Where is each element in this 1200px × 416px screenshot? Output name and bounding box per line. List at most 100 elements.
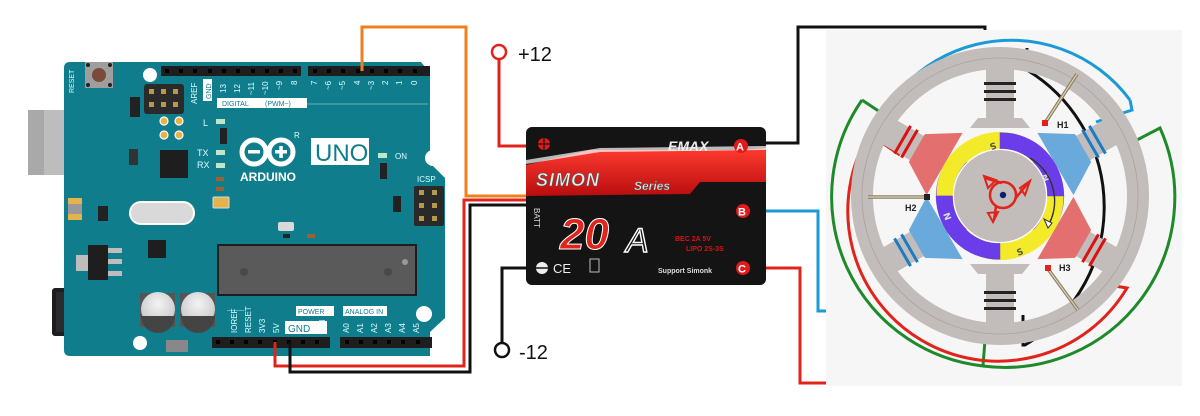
current-unit: A	[624, 222, 649, 260]
led-on	[378, 153, 387, 158]
phase-c-terminal[interactable]	[736, 261, 750, 275]
digital-header	[161, 66, 430, 76]
ground-wire-gnd	[288, 203, 530, 374]
ioref-label: IOREF	[230, 308, 239, 333]
icsp-header-usb	[144, 84, 184, 114]
capacitor	[180, 292, 215, 333]
voltage-regulator	[88, 245, 108, 280]
pin-9-label: ~9	[275, 80, 284, 90]
batt-label: BATT	[532, 208, 541, 228]
icsp-label: ICSP	[417, 175, 436, 184]
reset-button[interactable]	[85, 62, 113, 88]
led-rx-label: RX	[197, 160, 210, 170]
supply-negative-wire	[500, 266, 528, 343]
a2-label: A2	[370, 323, 379, 333]
pin-11-label: ~11	[247, 81, 256, 95]
digital-label: DIGITAL	[222, 101, 249, 108]
hall-sensor-h3-label: H3	[1059, 263, 1071, 273]
supply-positive-wire	[497, 58, 528, 148]
pin-7-label: 7	[310, 80, 319, 85]
spec-lipo: LIPO 2S-3S	[686, 246, 724, 253]
current-rating: 20	[559, 210, 609, 259]
reset-label: RESET	[69, 69, 76, 93]
pin-0-label: 0	[410, 80, 419, 85]
a4-label: A4	[398, 323, 407, 333]
pole-label-n-left: N	[940, 212, 952, 223]
reset-pin-label: RESET	[244, 306, 253, 333]
hall-sensor-h1-label: H1	[1057, 120, 1069, 130]
uno-badge	[311, 138, 369, 165]
capacitor	[140, 292, 175, 333]
a1-label: A1	[356, 323, 365, 333]
pin-12-label: 12	[233, 84, 242, 93]
spec-bec: BEC 2A 5V	[675, 236, 711, 243]
arduino-brand-text: ARDUINO	[240, 170, 296, 184]
hall-sensors: H1 H2 H3	[868, 73, 1080, 312]
arduino-logo	[239, 137, 296, 167]
rotor-shaft	[982, 174, 1032, 225]
solder-pads	[159, 116, 184, 140]
pin-5-label: ~5	[338, 80, 347, 90]
esc-brand-emax: EMAX	[668, 138, 710, 154]
power-pin-labels: IOREF RESET 3V3 5V GND VIN A0 A1 A2 A3 A…	[230, 306, 421, 335]
rotation-arrow-icon	[1029, 157, 1056, 223]
stator-teeth	[880, 66, 1120, 326]
5v-label: 5V	[272, 323, 281, 333]
esc-series-simon: SIMON	[536, 170, 600, 190]
pin-8-label: 8	[290, 80, 299, 85]
phase-a-label: A	[736, 142, 744, 154]
positive-terminal-label: +12	[518, 44, 552, 66]
uno-model-text: UNO	[315, 140, 368, 167]
icsp-header	[414, 186, 444, 226]
power-header	[212, 337, 432, 348]
pin-4-label: 4	[353, 80, 362, 85]
pole-label-s-bottom: S	[1016, 247, 1026, 259]
vin-label: VIN	[318, 319, 327, 333]
pin-6-label: ~6	[324, 80, 333, 90]
supply-terminals: +12 -12	[490, 43, 552, 364]
bldc-motor-diagram: S N S N H1	[826, 30, 1182, 386]
hall-sensor-h2-label: H2	[905, 203, 917, 213]
analog-in-label: ANALOG IN	[345, 309, 383, 316]
wires-arduino-esc	[273, 25, 530, 374]
gnd-top-label: GND	[206, 83, 213, 99]
pin-3-label: ~3	[367, 80, 376, 90]
a0-label: A0	[342, 323, 351, 333]
gnd-power-label: GND	[288, 324, 310, 335]
crystal-oscillator	[129, 201, 195, 225]
led-l-label: L	[203, 118, 208, 128]
led-tx	[216, 150, 225, 155]
usb-controller-chip	[160, 150, 188, 178]
pin-13-label: 13	[219, 84, 228, 93]
led-on-label: ON	[395, 152, 407, 161]
phase-b-terminal[interactable]	[736, 204, 750, 218]
signal-wire-pin4	[360, 25, 530, 198]
ce-mark: CE	[553, 261, 571, 276]
a5-label: A5	[412, 323, 421, 333]
positive-terminal[interactable]	[490, 43, 508, 61]
digital-pin-labels: AREF GND 13 12 ~11 ~10 ~9 8 7 ~6 ~5 4 ~3…	[190, 79, 419, 104]
recycle-icon	[589, 258, 600, 273]
pin-1-label: 1	[395, 80, 404, 85]
negative-terminal[interactable]	[493, 341, 511, 359]
registered-mark: R	[294, 131, 300, 140]
power-wire-5v	[273, 198, 530, 368]
pole-label-s-top: S	[988, 139, 998, 151]
phase-b-label: B	[738, 207, 746, 219]
led-tx-label: TX	[197, 148, 209, 158]
arduino-uno-board: RESET	[28, 62, 445, 356]
atmega-microcontroller	[217, 244, 417, 296]
a3-label: A3	[384, 323, 393, 333]
pole-label-n-right: N	[1041, 172, 1053, 183]
3v3-label: 3V3	[258, 318, 267, 333]
led-l	[216, 119, 225, 124]
pin-2-label: 2	[381, 80, 390, 85]
negative-terminal-label: -12	[519, 342, 548, 364]
esc-simonk-20a: EMAX A SIMON Series BATT 20 A BEC 2A 5V …	[526, 127, 766, 285]
esc-series-series: Series	[634, 179, 670, 193]
power-label: POWER	[298, 309, 324, 316]
phase-c-label: C	[738, 264, 746, 276]
pin-10-label: ~10	[261, 81, 270, 95]
phase-a-terminal[interactable]	[734, 139, 748, 153]
